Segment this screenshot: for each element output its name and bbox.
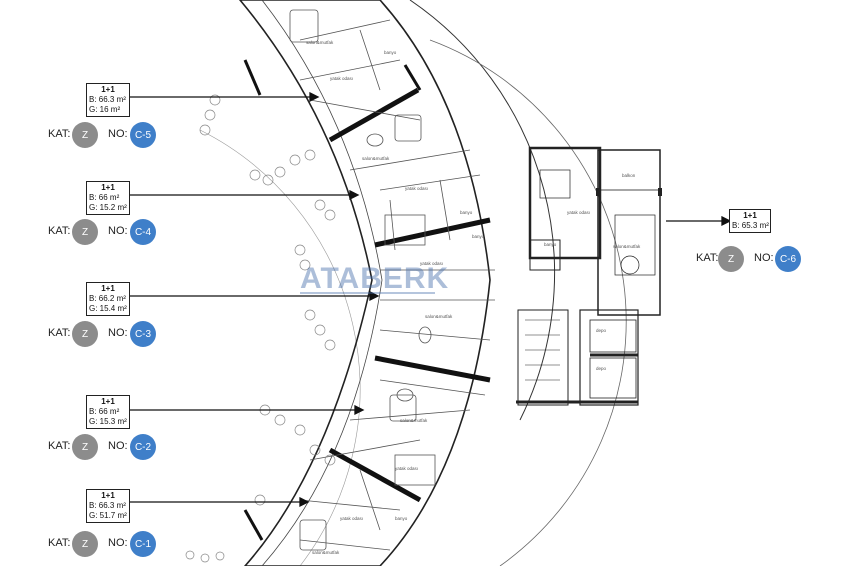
separator-wall — [328, 447, 422, 503]
unit-info-box-c4: 1+1 B: 66 m² G: 15.2 m² — [86, 181, 130, 215]
room-label: banyo — [395, 516, 408, 521]
kat-badge-c1: Z — [72, 531, 98, 557]
unit-type: 1+1 — [101, 491, 115, 500]
unit-info-box-c5: 1+1 B: 66.3 m² G: 16 m² — [86, 83, 130, 117]
room-label: salon&mutfak — [400, 418, 428, 423]
kat-badge-c2: Z — [72, 434, 98, 460]
room-label: salon&mutfak — [312, 550, 340, 555]
room-label: banyo — [384, 50, 397, 55]
no-label: NO: — [108, 128, 128, 140]
no-label: NO: — [108, 440, 128, 452]
brand-watermark: ATABERK — [300, 262, 450, 295]
kat-label: KAT: — [48, 440, 71, 452]
kat-label: KAT: — [696, 252, 719, 264]
unit-gross-area: B: 66 m² — [89, 407, 120, 416]
unit-gross-area: B: 66.3 m² — [89, 95, 126, 104]
kat-label: KAT: — [48, 327, 71, 339]
no-label: NO: — [108, 225, 128, 237]
room-label: balkon — [622, 173, 636, 178]
unit-type: 1+1 — [101, 85, 115, 94]
no-badge-c4: C-4 — [130, 219, 156, 245]
kat-label: KAT: — [48, 537, 71, 549]
unit-garden-area: G: 51.7 m² — [89, 511, 127, 520]
separator-wall — [374, 355, 491, 383]
no-label: NO: — [754, 252, 774, 264]
unit-type: 1+1 — [101, 284, 115, 293]
kat-badge-c5: Z — [72, 122, 98, 148]
unit-info-box-c3: 1+1 B: 66.2 m² G: 15.4 m² — [86, 282, 130, 316]
room-label: banyo — [544, 242, 557, 247]
room-label: salon&mutfak — [613, 244, 641, 249]
room-label: yatak odası — [340, 516, 363, 521]
outer-arc-line — [409, 0, 556, 421]
unit-info-box-c1: 1+1 B: 66.3 m² G: 51.7 m² — [86, 489, 130, 523]
room-label: yatak odası — [395, 466, 418, 471]
outer-arc-line-2 — [429, 39, 627, 566]
room-label: salon&mutfak — [425, 314, 453, 319]
kat-badge-c4: Z — [72, 219, 98, 245]
kat-label: KAT: — [48, 225, 71, 237]
separator-wall — [243, 59, 262, 96]
building-outline — [238, 0, 491, 566]
separator-wall — [403, 64, 422, 91]
room-label: yatak odası — [330, 76, 353, 81]
kat-badge-c3: Z — [72, 321, 98, 347]
room-label: salon&mutfak — [362, 156, 390, 161]
room-label: banyo — [472, 234, 485, 239]
room-label: depo — [596, 328, 607, 333]
unit-garden-area: G: 15.3 m² — [89, 417, 127, 426]
unit-gross-area: B: 66 m² — [89, 193, 120, 202]
interior-partitions — [289, 9, 495, 551]
unit-gross-area: B: 66.3 m² — [89, 501, 126, 510]
unit-type: 1+1 — [101, 397, 115, 406]
unit-c6-plan — [516, 146, 662, 406]
room-label: yatak odası — [405, 186, 428, 191]
room-label: depo — [596, 366, 607, 371]
unit-gross-area: B: 65.3 m² — [732, 221, 769, 230]
no-badge-c2: C-2 — [130, 434, 156, 460]
watermark-underline — [300, 292, 435, 294]
unit-garden-area: G: 15.4 m² — [89, 304, 127, 313]
no-badge-c6: C-6 — [775, 246, 801, 272]
unit-type: 1+1 — [743, 211, 757, 220]
no-label: NO: — [108, 537, 128, 549]
unit-info-box-c6: 1+1 B: 65.3 m² — [729, 209, 771, 233]
room-label: yatak odası — [567, 210, 590, 215]
no-badge-c1: C-1 — [130, 531, 156, 557]
room-label: yatak odası — [420, 261, 443, 266]
unit-type: 1+1 — [101, 183, 115, 192]
landscape-trees — [185, 94, 336, 563]
room-label: salon&mutfak — [306, 40, 334, 45]
kat-badge-c6: Z — [718, 246, 744, 272]
unit-garden-area: G: 15.2 m² — [89, 203, 127, 212]
inner-arc-line — [199, 129, 361, 566]
no-label: NO: — [108, 327, 128, 339]
unit-gross-area: B: 66.2 m² — [89, 294, 126, 303]
unit-pointer-arrows — [130, 91, 732, 508]
room-label: banyo — [460, 210, 473, 215]
no-badge-c3: C-3 — [130, 321, 156, 347]
building-inner-line — [261, 0, 383, 566]
unit-info-box-c2: 1+1 B: 66 m² G: 15.3 m² — [86, 395, 130, 429]
separator-wall — [243, 509, 264, 541]
no-badge-c5: C-5 — [130, 122, 156, 148]
unit-garden-area: G: 16 m² — [89, 105, 121, 114]
kat-label: KAT: — [48, 128, 71, 140]
separator-wall — [328, 87, 420, 143]
